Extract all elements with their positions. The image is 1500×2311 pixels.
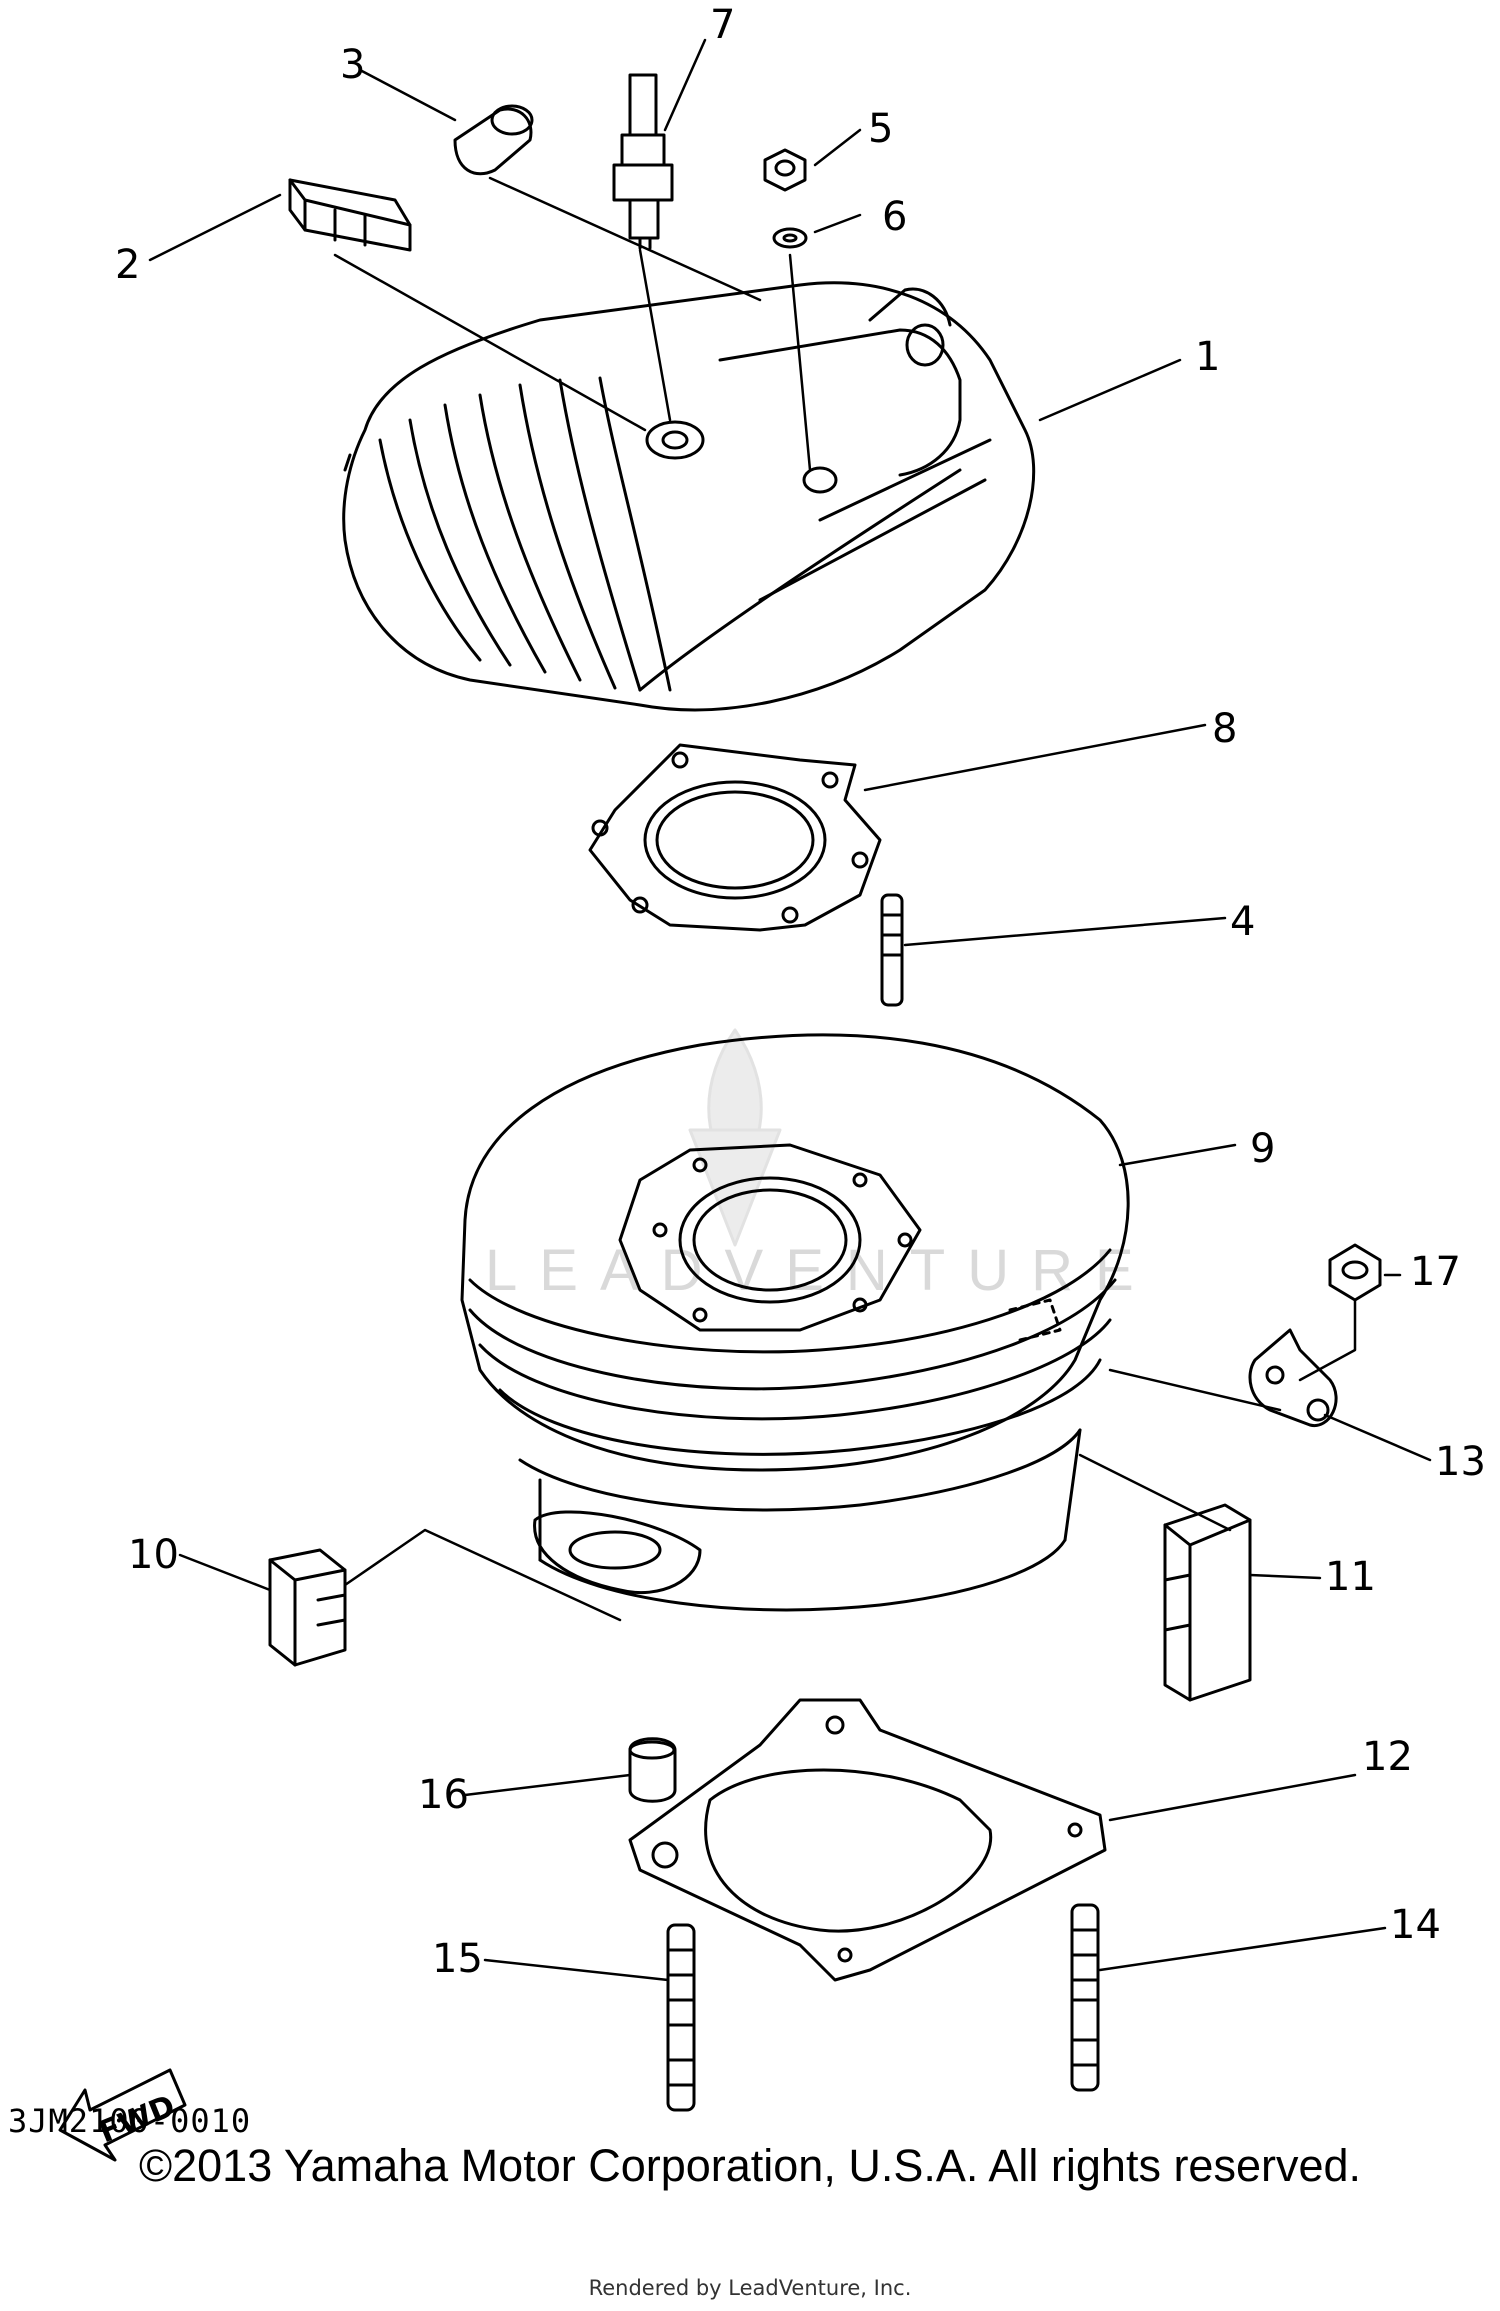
label-3: 3 bbox=[340, 42, 365, 88]
label-12: 12 bbox=[1362, 1734, 1413, 1780]
label-7: 7 bbox=[710, 2, 735, 48]
watermark: LEADVENTURE bbox=[485, 1028, 1156, 1303]
label-15: 15 bbox=[432, 1936, 483, 1982]
nut-washer bbox=[763, 148, 808, 249]
label-10: 10 bbox=[128, 1532, 179, 1578]
base-gasket bbox=[628, 1698, 1107, 1982]
spark-plug bbox=[612, 73, 674, 250]
label-14: 14 bbox=[1390, 1902, 1441, 1948]
label-11: 11 bbox=[1325, 1554, 1376, 1600]
label-5: 5 bbox=[868, 106, 893, 152]
watermark-text: LEADVENTURE bbox=[485, 1238, 1156, 1303]
diagram-code: 3JM2100-0010 bbox=[8, 2102, 252, 2140]
copyright-notice: ©2013 Yamaha Motor Corporation, U.S.A. A… bbox=[138, 2140, 1362, 2191]
part-labels: 1 2 3 4 5 6 7 8 9 10 11 12 13 14 15 16 1… bbox=[115, 2, 1486, 1982]
label-16: 16 bbox=[418, 1772, 469, 1818]
stud-14 bbox=[1070, 1903, 1100, 2092]
label-1: 1 bbox=[1195, 334, 1220, 380]
cylinder-head bbox=[342, 281, 1036, 712]
rendered-by: Rendered by LeadVenture, Inc. bbox=[588, 2276, 912, 2300]
stud-15 bbox=[666, 1923, 696, 2112]
label-8: 8 bbox=[1212, 706, 1237, 752]
leader-lines bbox=[148, 38, 1432, 1982]
cap bbox=[453, 104, 534, 176]
damper-head bbox=[288, 178, 412, 252]
label-9: 9 bbox=[1250, 1126, 1275, 1172]
dowel-pin bbox=[628, 1737, 677, 1803]
head-gasket bbox=[588, 743, 882, 932]
damper-left bbox=[268, 1548, 347, 1667]
damper-right bbox=[1163, 1503, 1252, 1702]
label-4: 4 bbox=[1230, 899, 1255, 945]
stud-bolt bbox=[880, 893, 904, 1007]
label-2: 2 bbox=[115, 242, 140, 288]
nut-17 bbox=[1328, 1243, 1382, 1302]
label-17: 17 bbox=[1410, 1249, 1461, 1295]
bracket bbox=[1248, 1328, 1338, 1427]
label-13: 13 bbox=[1435, 1439, 1486, 1485]
cylinder bbox=[460, 1033, 1130, 1612]
label-6: 6 bbox=[882, 194, 907, 240]
